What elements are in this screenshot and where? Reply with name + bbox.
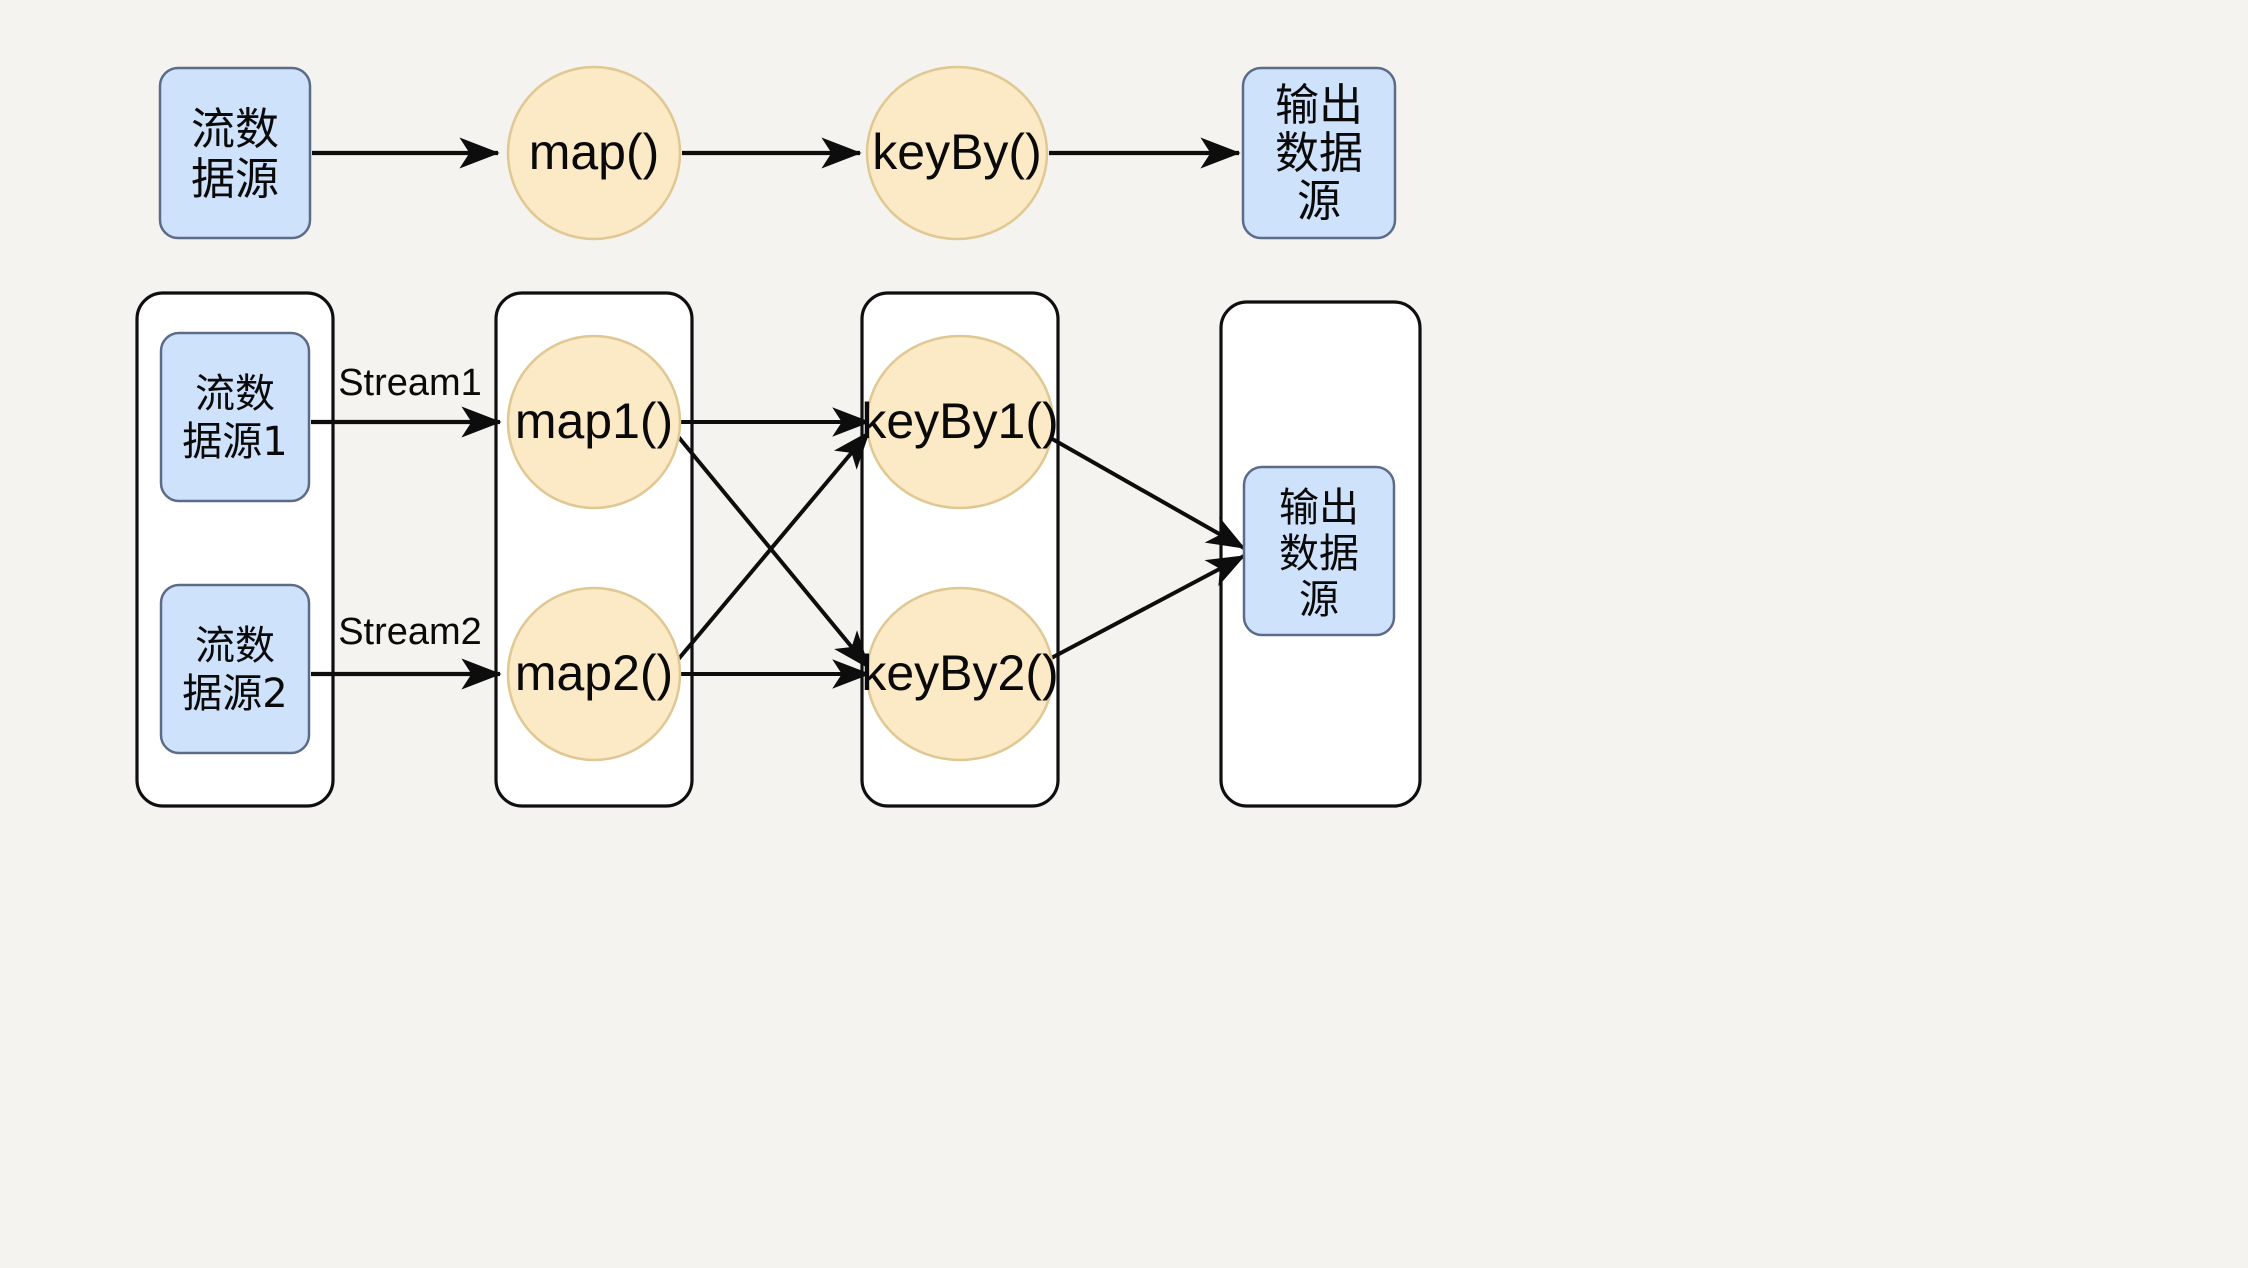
node-map-top[interactable]: map() <box>506 65 682 241</box>
keyby-1-label: keyBy1() <box>861 393 1058 449</box>
keyby-2-label: keyBy2() <box>861 645 1058 701</box>
source-top-label-line1: 流数 <box>191 104 279 155</box>
map-2-label: map2() <box>515 645 673 701</box>
node-source-2[interactable]: 流数 据源2 <box>159 583 311 755</box>
edge-keyby1-to-sink <box>1039 430 1246 550</box>
source-top-label-line2: 据源 <box>191 154 279 205</box>
node-map-1[interactable]: map1() <box>506 334 682 510</box>
sink-top-label-line3: 源 <box>1297 176 1341 227</box>
keyby-1-shape <box>865 334 1055 510</box>
keyby-top-shape <box>865 65 1049 241</box>
keyby-2-shape <box>865 586 1055 762</box>
node-sink-1[interactable]: 输出 数据 源 <box>1242 465 1396 637</box>
sink-1-shape <box>1242 465 1396 637</box>
source-2-shape <box>159 583 311 755</box>
sink-top-label-line1: 输出 <box>1275 80 1363 131</box>
map-1-label: map1() <box>515 393 673 449</box>
source-2-label-line2: 据源2 <box>182 671 287 717</box>
node-keyby-top[interactable]: keyBy() <box>865 65 1049 241</box>
source-1-label-line1: 流数 <box>195 371 275 417</box>
sink-1-label-line2: 数据 <box>1279 531 1359 577</box>
source-top-shape <box>158 66 312 240</box>
node-source-top[interactable]: 流数 据源 <box>158 66 312 240</box>
edge-keyby2-to-sink <box>1039 554 1246 666</box>
edge-label-stream2: Stream2 <box>338 611 482 653</box>
source-2-label-line1: 流数 <box>195 623 275 669</box>
node-sink-top[interactable]: 输出 数据 源 <box>1241 66 1397 240</box>
edge-label-stream1: Stream1 <box>338 362 482 404</box>
sink-1-label-line3: 源 <box>1299 577 1339 623</box>
map-top-label: map() <box>529 124 660 180</box>
sink-1-label-line1: 输出 <box>1279 485 1359 531</box>
keyby-top-label: keyBy() <box>872 124 1041 180</box>
node-source-1[interactable]: 流数 据源1 <box>159 331 311 503</box>
source-1-label-line2: 据源1 <box>182 419 287 465</box>
sink-top-shape <box>1241 66 1397 240</box>
node-keyby-1[interactable]: keyBy1() <box>861 334 1059 510</box>
source-1-shape <box>159 331 311 503</box>
map-top-shape <box>506 65 682 241</box>
edge-map2-to-keyby1 <box>674 430 871 664</box>
map-1-shape <box>506 334 682 510</box>
node-map-2[interactable]: map2() <box>506 586 682 762</box>
node-keyby-2[interactable]: keyBy2() <box>861 586 1059 762</box>
sink-top-label-line2: 数据 <box>1275 128 1363 179</box>
edge-map1-to-keyby2 <box>674 432 871 670</box>
map-2-shape <box>506 586 682 762</box>
